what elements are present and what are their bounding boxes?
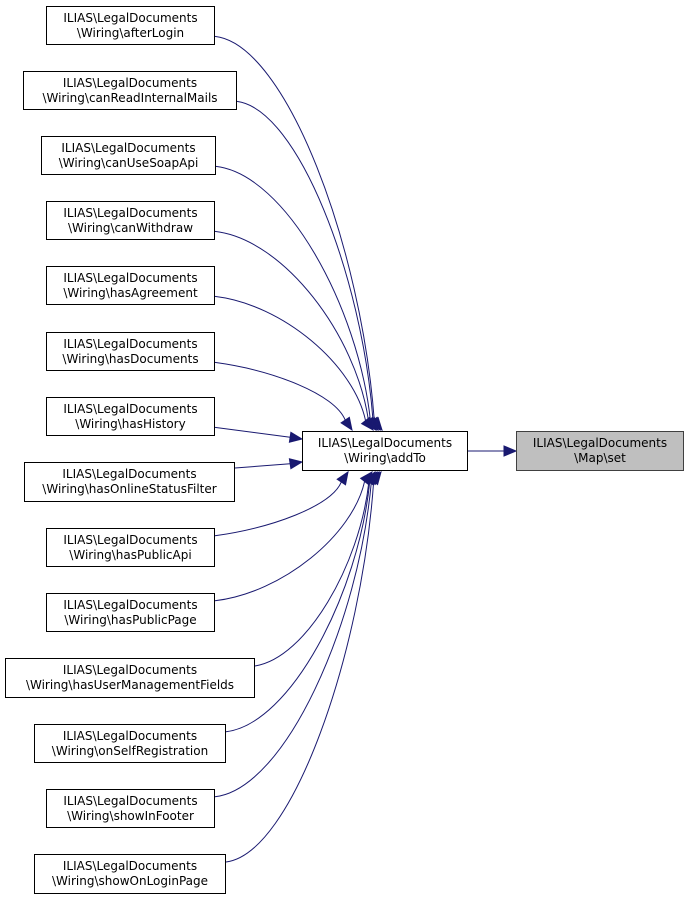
caller-node[interactable]: ILIAS\LegalDocuments\Wiring\hasAgreement [46, 266, 215, 305]
caller-node[interactable]: ILIAS\LegalDocuments\Wiring\hasUserManag… [5, 658, 255, 698]
node-namespace: ILIAS\LegalDocuments [62, 728, 198, 743]
node-namespace: ILIAS\LegalDocuments [61, 140, 196, 155]
node-method: \Wiring\canUseSoapApi [58, 155, 199, 170]
caller-node[interactable]: ILIAS\LegalDocuments\Wiring\hasPublicApi [46, 528, 215, 567]
caller-node[interactable]: ILIAS\LegalDocuments\Wiring\hasPublicPag… [46, 593, 215, 632]
node-namespace: ILIAS\LegalDocuments [63, 793, 198, 808]
node-namespace: ILIAS\LegalDocuments [63, 205, 198, 220]
node-method: \Wiring\hasPublicApi [69, 547, 192, 562]
call-edge [234, 463, 291, 469]
call-edge [214, 35, 375, 421]
call-edge [225, 481, 375, 863]
node-method: \Wiring\hasUserManagementFields [25, 678, 235, 692]
node-namespace: ILIAS\LegalDocuments [63, 10, 198, 25]
node-namespace: ILIAS\LegalDocuments [63, 532, 198, 547]
call-edge [214, 481, 342, 537]
node-method: \Wiring\afterLogin [76, 25, 185, 40]
caller-node[interactable]: ILIAS\LegalDocuments\Wiring\afterLogin [46, 6, 215, 45]
node-namespace: ILIAS\LegalDocuments [63, 336, 198, 351]
node-method: \Map\set [574, 451, 626, 465]
caller-node[interactable]: ILIAS\LegalDocuments\Wiring\canWithdraw [46, 201, 215, 240]
call-edge [236, 100, 374, 421]
edge-arrowhead [503, 445, 518, 457]
node-namespace: ILIAS\LegalDocuments [317, 436, 453, 450]
node-namespace: ILIAS\LegalDocuments [532, 436, 668, 450]
caller-node[interactable]: ILIAS\LegalDocuments\Wiring\hasDocuments [46, 332, 215, 371]
call-edge [214, 230, 369, 421]
call-edge [215, 165, 371, 421]
node-method: \Wiring\addTo [344, 451, 426, 465]
edge-arrowhead [288, 431, 304, 443]
node-namespace: ILIAS\LegalDocuments [63, 401, 198, 416]
call-edge [254, 482, 370, 667]
caller-node[interactable]: ILIAS\LegalDocuments\Wiring\hasOnlineSta… [24, 462, 235, 502]
caller-node[interactable]: ILIAS\LegalDocuments\Wiring\showOnLoginP… [34, 854, 226, 894]
node-method: \Wiring\hasPublicPage [64, 612, 197, 627]
node-namespace: ILIAS\LegalDocuments [62, 859, 198, 873]
node-namespace: ILIAS\LegalDocuments [63, 597, 198, 612]
edge-arrowhead [368, 470, 382, 486]
call-edge [214, 361, 346, 421]
edge-arrowhead [360, 416, 374, 432]
node-method: \Wiring\canWithdraw [67, 220, 194, 235]
node-namespace: ILIAS\LegalDocuments [62, 75, 198, 90]
caller-node[interactable]: ILIAS\LegalDocuments\Wiring\onSelfRegist… [34, 724, 226, 763]
node-method: \Wiring\onSelfRegistration [51, 743, 209, 758]
node-method: \Wiring\hasOnlineStatusFilter [42, 482, 217, 496]
node-method: \Wiring\canReadInternalMails [42, 90, 218, 105]
node-method: \Wiring\showInFooter [67, 808, 194, 823]
node-namespace: ILIAS\LegalDocuments [62, 467, 197, 481]
call-edge [214, 481, 372, 798]
root-node-map-set: ILIAS\LegalDocuments\Map\set [516, 431, 684, 471]
edge-arrowhead [340, 416, 353, 432]
node-method: \Wiring\hasHistory [75, 416, 186, 431]
call-edge [225, 481, 371, 733]
edge-arrowhead [288, 458, 304, 470]
edge-arrowhead [336, 470, 349, 486]
hub-node-addto[interactable]: ILIAS\LegalDocuments\Wiring\addTo [302, 431, 468, 471]
call-edge [214, 426, 291, 438]
node-method: \Wiring\showOnLoginPage [52, 874, 208, 888]
node-method: \Wiring\hasDocuments [62, 351, 199, 366]
call-edge [214, 295, 367, 421]
call-edge [214, 481, 366, 602]
node-namespace: ILIAS\LegalDocuments [63, 270, 198, 285]
node-namespace: ILIAS\LegalDocuments [62, 663, 198, 677]
caller-node[interactable]: ILIAS\LegalDocuments\Wiring\hasHistory [46, 397, 215, 436]
caller-node[interactable]: ILIAS\LegalDocuments\Wiring\canUseSoapAp… [41, 136, 216, 175]
caller-node[interactable]: ILIAS\LegalDocuments\Wiring\canReadInter… [23, 71, 237, 110]
caller-node[interactable]: ILIAS\LegalDocuments\Wiring\showInFooter [46, 789, 215, 828]
node-method: \Wiring\hasAgreement [63, 285, 198, 300]
